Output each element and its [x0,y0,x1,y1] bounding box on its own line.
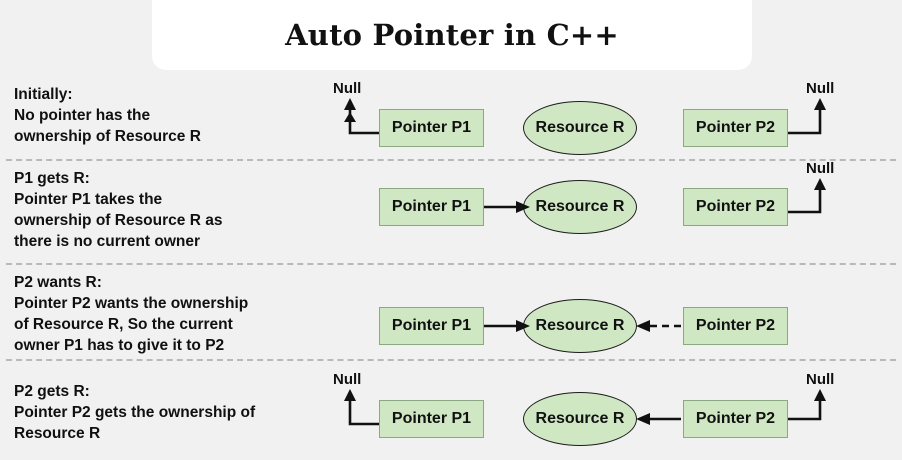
pointer-p2-box-row3[interactable]: Pointer P2 [683,307,788,345]
pointer-p1-box-row4[interactable]: Pointer P1 [379,400,484,438]
resource-r-ellipse-row3[interactable]: Resource R [523,299,637,353]
null-label-p2-row1: Null [806,80,835,97]
edge-p2-null-row4 [788,389,826,421]
step-caption-2: P1 gets R: Pointer P1 takes the ownershi… [14,170,223,250]
resource-r-ellipse-row1[interactable]: Resource R [523,101,637,155]
edge-p2-resource-row3-dashed [636,320,681,332]
edge-p2-resource-row4 [636,413,681,425]
null-label-p2-row4: Null [806,371,835,388]
edge-p2-null-row1 [788,98,826,135]
null-label-p2-row2: Null [806,160,835,177]
pointer-p1-box-row3[interactable]: Pointer P1 [379,307,484,345]
pointer-p1-box-row2[interactable]: Pointer P1 [379,188,484,226]
row-separator-2 [6,263,896,265]
resource-r-ellipse-row4[interactable]: Resource R [523,392,637,446]
pointer-p2-box-row1[interactable]: Pointer P2 [683,109,788,147]
edge-p1-null-row4 [344,389,379,426]
pointer-p2-box-row4[interactable]: Pointer P2 [683,400,788,438]
step-caption-1: Initially: No pointer has the ownership … [14,86,201,145]
edge-p1-null-row1 [344,98,379,135]
row-separator-1 [6,159,896,161]
step-caption-3: P2 wants R: Pointer P2 wants the ownersh… [14,274,249,354]
pointer-p1-box-row1[interactable]: Pointer P1 [379,109,484,147]
pointer-p2-box-row2[interactable]: Pointer P2 [683,188,788,226]
null-label-p1-row4: Null [333,371,362,388]
edge-p2-null-row2 [788,178,826,214]
title-card: Auto Pointer in C++ [152,0,752,70]
step-caption-4: P2 gets R: Pointer P2 gets the ownership… [14,383,256,442]
null-label-p1-row1: Null [333,80,362,97]
row-separator-3 [6,359,896,361]
page-title: Auto Pointer in C++ [285,18,619,52]
resource-r-ellipse-row2[interactable]: Resource R [523,180,637,234]
